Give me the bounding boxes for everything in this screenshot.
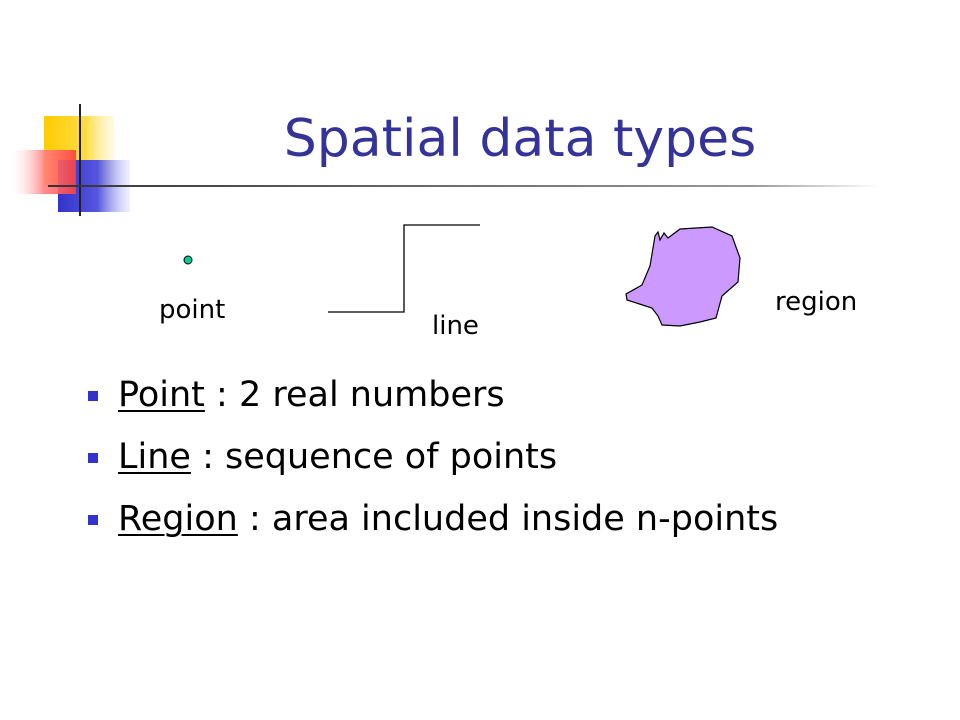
bullet-term: Line bbox=[118, 437, 191, 477]
slide-title: Spatial data types bbox=[283, 109, 757, 169]
region-label: region bbox=[775, 287, 858, 317]
bullet-square-icon bbox=[88, 515, 98, 525]
bullet-item-region: Region : area included inside n-points bbox=[88, 496, 778, 558]
bullet-term: Region bbox=[118, 499, 238, 539]
bullet-text: : 2 real numbers bbox=[204, 375, 505, 415]
bullet-list: Point : 2 real numbers Line : sequence o… bbox=[88, 372, 778, 558]
bullet-text: : area included inside n-points bbox=[237, 499, 779, 539]
bullet-term: Point bbox=[118, 375, 205, 415]
point-label: point bbox=[159, 295, 226, 325]
bullet-text: : sequence of points bbox=[190, 437, 558, 477]
line-shape bbox=[328, 224, 480, 313]
title-underline bbox=[48, 185, 878, 187]
spatial-types-figure bbox=[183, 224, 741, 327]
bullet-square-icon bbox=[88, 453, 98, 463]
deco-red-square bbox=[12, 150, 76, 194]
region-shape bbox=[625, 226, 741, 327]
bullet-square-icon bbox=[88, 391, 98, 401]
bullet-item-point: Point : 2 real numbers bbox=[88, 372, 778, 434]
bullet-item-line: Line : sequence of points bbox=[88, 434, 778, 496]
title-decoration bbox=[12, 104, 878, 216]
point-shape bbox=[183, 255, 193, 265]
deco-vertical-line bbox=[79, 104, 81, 216]
line-label: line bbox=[432, 311, 479, 341]
